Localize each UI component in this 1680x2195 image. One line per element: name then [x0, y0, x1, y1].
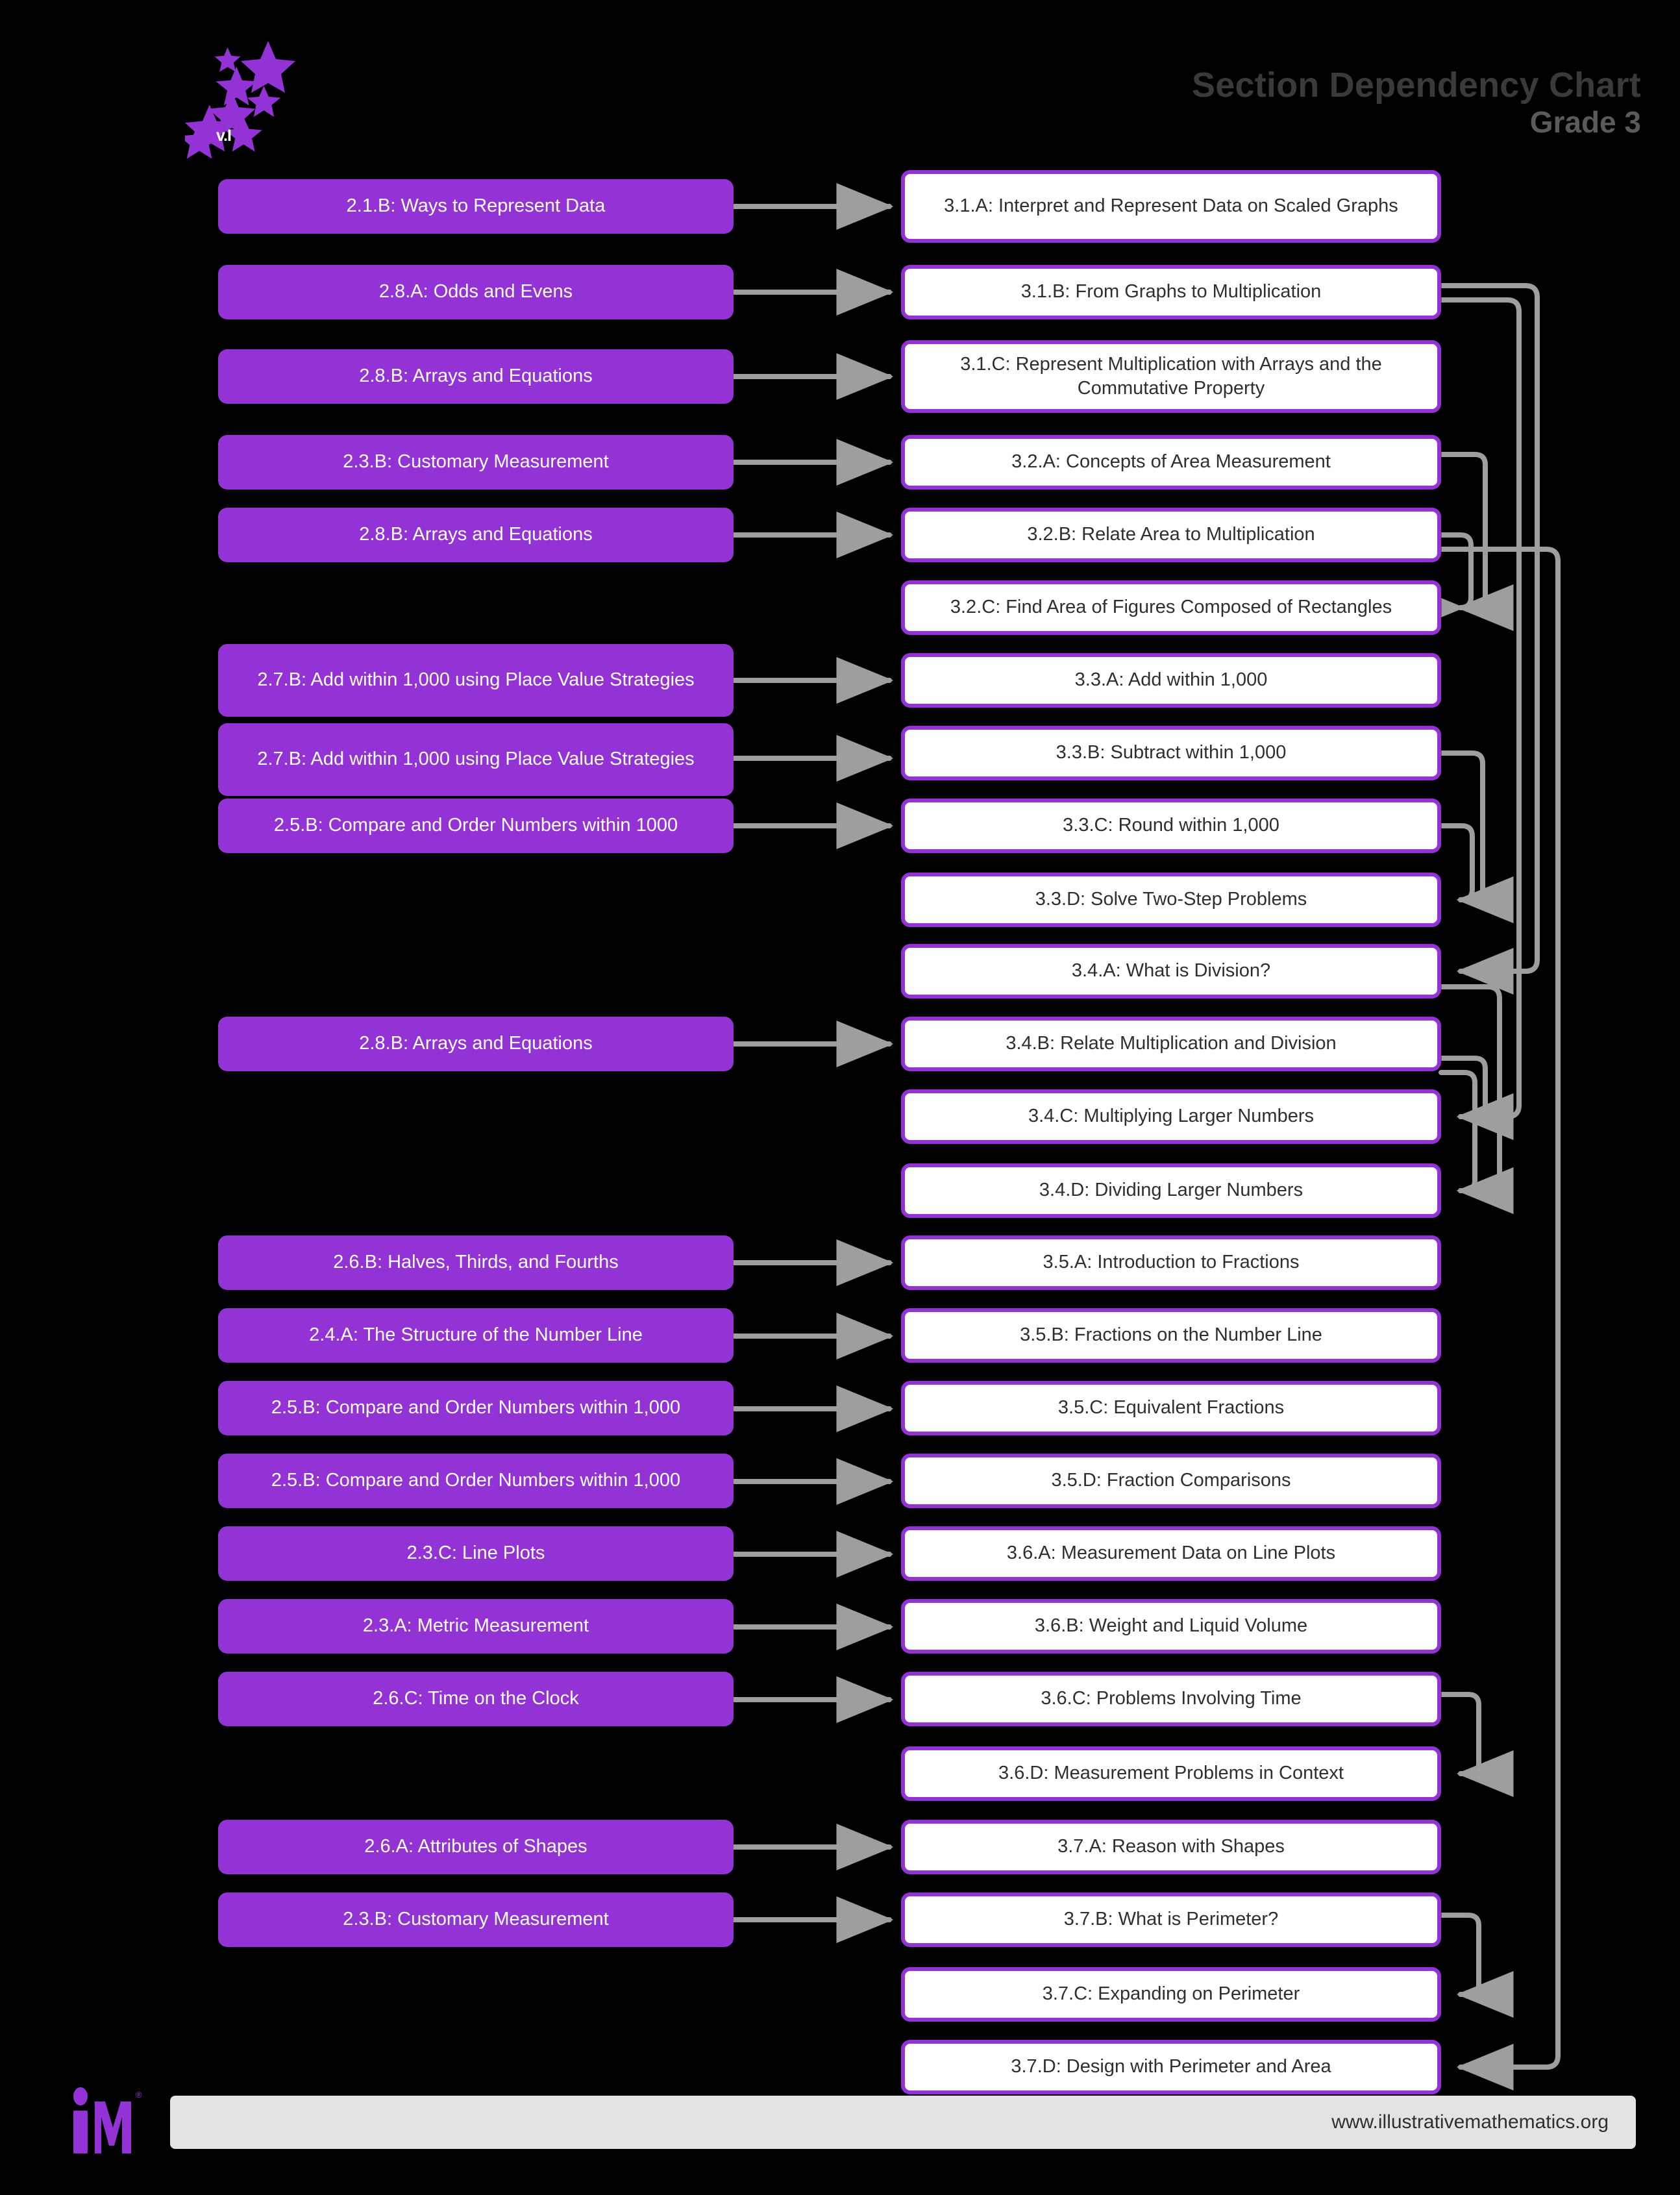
prereq-node[interactable]: 2.5.B: Compare and Order Numbers within …	[218, 1381, 734, 1435]
node-label: 3.7.C: Expanding on Perimeter	[1042, 1983, 1300, 2005]
node-label: 3.6.A: Measurement Data on Line Plots	[1006, 1543, 1336, 1564]
node-label: 3.6.C: Problems Involving Time	[1041, 1688, 1302, 1709]
section-node[interactable]: 3.5.C: Equivalent Fractions	[901, 1381, 1441, 1435]
node-label: 2.6.B: Halves, Thirds, and Fourths	[333, 1252, 619, 1273]
node-label: 3.7.D: Design with Perimeter and Area	[1011, 2056, 1331, 2077]
section-node[interactable]: 3.6.D: Measurement Problems in Context	[901, 1746, 1441, 1801]
section-node[interactable]: 3.4.A: What is Division?	[901, 944, 1441, 998]
node-label: 3.4.B: Relate Multiplication and Divisio…	[1006, 1033, 1337, 1054]
prereq-node[interactable]: 2.6.B: Halves, Thirds, and Fourths	[218, 1235, 734, 1290]
section-node[interactable]: 3.1.A: Interpret and Represent Data on S…	[901, 170, 1441, 243]
section-node[interactable]: 3.6.A: Measurement Data on Line Plots	[901, 1526, 1441, 1581]
node-label: 2.5.B: Compare and Order Numbers within …	[271, 1470, 681, 1491]
prereq-node[interactable]: 2.6.A: Attributes of Shapes	[218, 1820, 734, 1874]
page-title-block: Section Dependency Chart Grade 3	[1192, 65, 1641, 140]
section-node[interactable]: 3.5.D: Fraction Comparisons	[901, 1454, 1441, 1508]
section-node[interactable]: 3.4.C: Multiplying Larger Numbers	[901, 1089, 1441, 1144]
node-label: 2.5.B: Compare and Order Numbers within …	[273, 815, 678, 836]
section-node[interactable]: 3.5.B: Fractions on the Number Line	[901, 1308, 1441, 1363]
prereq-node[interactable]: 2.3.B: Customary Measurement	[218, 1892, 734, 1947]
prereq-node[interactable]: 2.3.A: Metric Measurement	[218, 1599, 734, 1654]
section-node[interactable]: 3.2.A: Concepts of Area Measurement	[901, 435, 1441, 490]
node-label: 3.7.A: Reason with Shapes	[1057, 1836, 1285, 1857]
node-label: 3.2.C: Find Area of Figures Composed of …	[950, 597, 1392, 618]
node-label: 2.3.B: Customary Measurement	[343, 1909, 609, 1930]
footer-bar: www.illustrativemathematics.org	[170, 2096, 1636, 2149]
prereq-node[interactable]: 2.3.C: Line Plots	[218, 1526, 734, 1581]
section-node[interactable]: 3.3.A: Add within 1,000	[901, 653, 1441, 708]
page-title: Section Dependency Chart	[1192, 66, 1641, 105]
node-label: 2.3.A: Metric Measurement	[362, 1615, 589, 1637]
node-label: 3.6.B: Weight and Liquid Volume	[1034, 1615, 1308, 1637]
node-label: 3.5.A: Introduction to Fractions	[1043, 1252, 1300, 1273]
section-node[interactable]: 3.2.C: Find Area of Figures Composed of …	[901, 580, 1441, 635]
node-label: 3.3.A: Add within 1,000	[1074, 669, 1268, 691]
section-node[interactable]: 3.7.A: Reason with Shapes	[901, 1820, 1441, 1874]
section-node[interactable]: 3.3.C: Round within 1,000	[901, 799, 1441, 853]
prereq-node[interactable]: 2.6.C: Time on the Clock	[218, 1672, 734, 1726]
node-label: 2.8.B: Arrays and Equations	[359, 366, 593, 387]
node-label: 2.1.B: Ways to Represent Data	[346, 195, 606, 217]
section-node[interactable]: 3.3.B: Subtract within 1,000	[901, 726, 1441, 780]
node-label: 2.3.C: Line Plots	[406, 1543, 545, 1564]
section-node[interactable]: 3.5.A: Introduction to Fractions	[901, 1235, 1441, 1290]
prereq-node[interactable]: 2.3.B: Customary Measurement	[218, 435, 734, 490]
node-label: 3.4.A: What is Division?	[1071, 960, 1271, 982]
prereq-node[interactable]: 2.8.B: Arrays and Equations	[218, 508, 734, 562]
version-label: v.I	[216, 127, 232, 145]
prereq-node[interactable]: 2.7.B: Add within 1,000 using Place Valu…	[218, 723, 734, 796]
node-label: 3.1.C: Represent Multiplication with Arr…	[960, 353, 1382, 399]
section-node[interactable]: 3.4.B: Relate Multiplication and Divisio…	[901, 1017, 1441, 1071]
prereq-node[interactable]: 2.8.B: Arrays and Equations	[218, 349, 734, 404]
prereq-node[interactable]: 2.8.A: Odds and Evens	[218, 265, 734, 319]
node-label: 3.2.B: Relate Area to Multiplication	[1027, 524, 1315, 545]
prereq-node[interactable]: 2.5.B: Compare and Order Numbers within …	[218, 799, 734, 853]
section-node[interactable]: 3.2.B: Relate Area to Multiplication	[901, 508, 1441, 562]
node-label: 2.5.B: Compare and Order Numbers within …	[271, 1397, 681, 1419]
node-label: 3.3.D: Solve Two-Step Problems	[1035, 889, 1307, 910]
prereq-node[interactable]: 2.5.B: Compare and Order Numbers within …	[218, 1454, 734, 1508]
node-label: 3.3.B: Subtract within 1,000	[1056, 742, 1287, 763]
node-label: 2.4.A: The Structure of the Number Line	[309, 1324, 643, 1346]
section-node[interactable]: 3.1.B: From Graphs to Multiplication	[901, 265, 1441, 319]
prereq-node[interactable]: 2.7.B: Add within 1,000 using Place Valu…	[218, 644, 734, 717]
node-label: 2.8.A: Odds and Evens	[378, 281, 573, 303]
node-label: 3.3.C: Round within 1,000	[1063, 815, 1279, 836]
section-node[interactable]: 3.1.C: Represent Multiplication with Arr…	[901, 340, 1441, 413]
node-label: 2.3.B: Customary Measurement	[343, 451, 609, 473]
im-logo: ®	[73, 2087, 142, 2153]
node-label: 3.5.D: Fraction Comparisons	[1051, 1470, 1291, 1491]
footer-url[interactable]: www.illustrativemathematics.org	[1331, 2111, 1609, 2133]
node-label: 2.7.B: Add within 1,000 using Place Valu…	[257, 749, 695, 770]
node-label: 3.4.D: Dividing Larger Numbers	[1039, 1180, 1303, 1201]
section-node[interactable]: 3.3.D: Solve Two-Step Problems	[901, 873, 1441, 927]
section-node[interactable]: 3.7.C: Expanding on Perimeter	[901, 1967, 1441, 2022]
node-label: 2.8.B: Arrays and Equations	[359, 1033, 593, 1054]
node-label: 3.1.A: Interpret and Represent Data on S…	[944, 195, 1398, 217]
node-label: 3.5.B: Fractions on the Number Line	[1020, 1324, 1322, 1346]
svg-text:®: ®	[136, 2090, 142, 2100]
node-label: 3.7.B: What is Perimeter?	[1063, 1909, 1279, 1930]
node-label: 3.5.C: Equivalent Fractions	[1057, 1397, 1285, 1419]
prereq-node[interactable]: 2.8.B: Arrays and Equations	[218, 1017, 734, 1071]
section-node[interactable]: 3.7.D: Design with Perimeter and Area	[901, 2040, 1441, 2094]
node-label: 2.6.C: Time on the Clock	[373, 1688, 579, 1709]
node-label: 3.4.C: Multiplying Larger Numbers	[1028, 1106, 1314, 1127]
page-subtitle: Grade 3	[1529, 105, 1641, 140]
stars-logo	[185, 36, 315, 159]
section-node[interactable]: 3.7.B: What is Perimeter?	[901, 1892, 1441, 1947]
prereq-node[interactable]: 2.1.B: Ways to Represent Data	[218, 179, 734, 234]
node-label: 3.2.A: Concepts of Area Measurement	[1011, 451, 1331, 473]
node-label: 3.6.D: Measurement Problems in Context	[998, 1763, 1344, 1784]
section-node[interactable]: 3.4.D: Dividing Larger Numbers	[901, 1163, 1441, 1218]
section-node[interactable]: 3.6.B: Weight and Liquid Volume	[901, 1599, 1441, 1654]
node-label: 3.1.B: From Graphs to Multiplication	[1020, 281, 1322, 303]
node-label: 2.8.B: Arrays and Equations	[359, 524, 593, 545]
node-label: 2.6.A: Attributes of Shapes	[364, 1836, 587, 1857]
node-label: 2.7.B: Add within 1,000 using Place Valu…	[257, 669, 695, 691]
section-node[interactable]: 3.6.C: Problems Involving Time	[901, 1672, 1441, 1726]
prereq-node[interactable]: 2.4.A: The Structure of the Number Line	[218, 1308, 734, 1363]
